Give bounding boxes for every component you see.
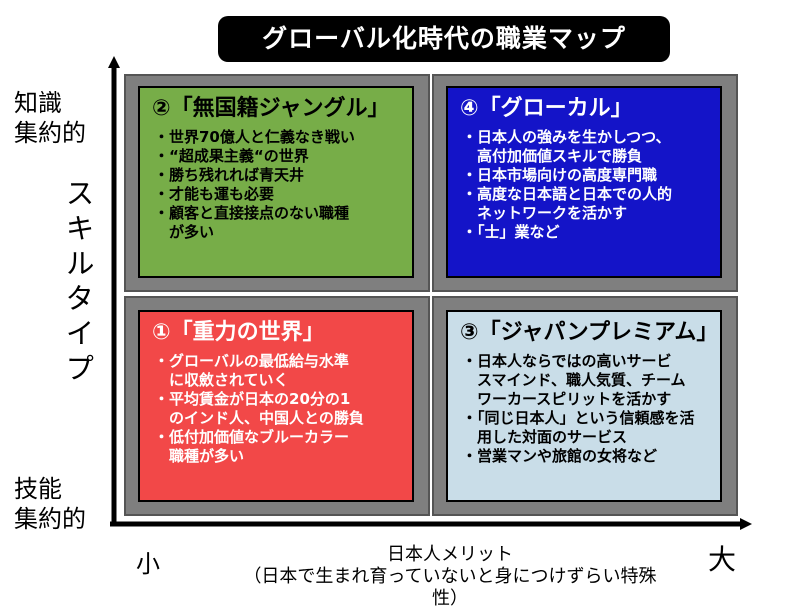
list-item: ・営業マンや旅館の女将など xyxy=(462,447,658,465)
quadrant-item-list: ・日本人の強みを生かしつつ、 高付加価値スキルで勝負 ・日本市場向けの高度専門職… xyxy=(460,128,708,242)
list-item: ・勝ち残れれば青天井 xyxy=(154,166,305,184)
list-item: ・「同じ日本人」という信頼感を活 xyxy=(462,409,695,427)
list-item: ・低付加価値なブルーカラー xyxy=(154,428,350,446)
list-item: ・日本人の強みを生かしつつ、 xyxy=(462,128,671,146)
list-item: ネットワークを活かす xyxy=(462,204,628,222)
list-item: ・平均賃金が日本の20分の1 xyxy=(154,390,351,408)
quadrant-glocal: ④「グローカル」 ・日本人の強みを生かしつつ、 高付加価値スキルで勝負 ・日本市… xyxy=(446,86,722,278)
y-axis-title: スキルタイプ xyxy=(61,178,95,388)
quadrant-world-of-gravity: ①「重力の世界」 ・グローバルの最低給与水準 に収斂されていく ・平均賃金が日本… xyxy=(138,310,414,502)
list-item: に収斂されていく xyxy=(154,371,289,389)
quadrant-item-list: ・日本人ならではの高いサービ スマインド、職人気質、チーム ワーカースピリットを… xyxy=(460,352,708,466)
list-item: スマインド、職人気質、チーム xyxy=(462,371,686,389)
quadrant-title: ③「ジャパンプレミアム」 xyxy=(460,320,719,345)
quadrant-title: ①「重力の世界」 xyxy=(152,320,325,345)
list-item: が多い xyxy=(154,223,215,241)
list-item: ・日本市場向けの高度専門職 xyxy=(462,166,658,184)
list-item: ・顧客と直接接点のない職種 xyxy=(154,204,350,222)
quadrant-title: ④「グローカル」 xyxy=(460,96,633,121)
list-item: 用した対面のサービス xyxy=(462,428,628,446)
list-item: のインド人、中国人との勝負 xyxy=(154,409,364,427)
quadrant-item-list: ・世界70億人と仁義なき戦い ・“超成果主義“の世界 ・勝ち残れれば青天井 ・才… xyxy=(152,128,400,242)
list-item: ・高度な日本語と日本での人的 xyxy=(462,185,673,203)
quadrant-japan-premium: ③「ジャパンプレミアム」 ・日本人ならではの高いサービ スマインド、職人気質、チ… xyxy=(446,310,722,502)
list-item: ・日本人ならではの高いサービ xyxy=(462,352,672,370)
page-title: グローバル化時代の職業マップ xyxy=(218,16,670,62)
list-item: ・「士」業など xyxy=(462,223,560,241)
quadrant-no-nationality-jungle: ②「無国籍ジャングル」 ・世界70億人と仁義なき戦い ・“超成果主義“の世界 ・… xyxy=(138,86,414,278)
x-axis-max-label: 大 xyxy=(708,543,737,576)
list-item: 職種が多い xyxy=(154,447,245,465)
list-item: ワーカースピリットを活かす xyxy=(462,390,672,408)
y-axis-bottom-label: 技能 集約的 xyxy=(14,475,86,533)
list-item: ・世界70億人と仁義なき戦い xyxy=(154,128,355,146)
list-item: ・“超成果主義“の世界 xyxy=(154,147,309,165)
x-axis-title: 日本人メリット （日本で生まれ育っていないと身につけずらい特殊性） xyxy=(243,544,657,609)
list-item: ・グローバルの最低給与水準 xyxy=(154,352,349,370)
list-item: ・才能も運も必要 xyxy=(154,185,275,203)
quadrant-item-list: ・グローバルの最低給与水準 に収斂されていく ・平均賃金が日本の20分の1 のイ… xyxy=(152,352,400,466)
y-axis-top-label: 知識 集約的 xyxy=(14,89,86,147)
x-axis-min-label: 小 xyxy=(136,550,160,578)
quadrant-title: ②「無国籍ジャングル」 xyxy=(152,96,390,121)
list-item: 高付加価値スキルで勝負 xyxy=(462,147,643,165)
